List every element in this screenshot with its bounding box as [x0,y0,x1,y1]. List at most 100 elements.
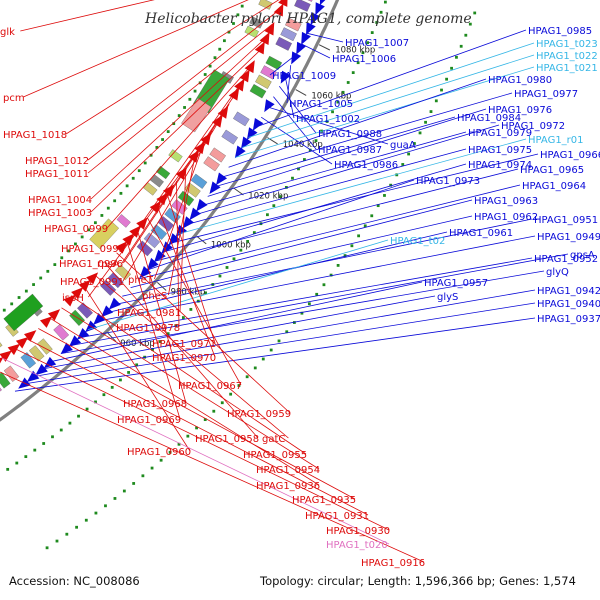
ring-dot [418,131,422,135]
ring-dot [325,120,329,123]
gene-leader-line [121,90,238,264]
ring-dot [213,56,217,60]
ring-dot [356,61,360,65]
gene-label-forward: HPAG1_0984 [457,113,521,124]
gene-label-forward: HPAG1_0951 [534,215,598,226]
feature-block [28,345,45,362]
gene-leader-line [33,289,536,377]
ring-dot [341,90,345,94]
gene-label-reverse: HPAG1_0936 [256,481,320,492]
gene-leader-line [72,296,307,455]
ring-dot [159,458,163,462]
ring-dot [357,234,361,238]
gene-leader-line [136,229,187,404]
forward-gene-arrow [280,70,291,84]
ring-dot [407,152,411,156]
ring-dot [261,357,265,361]
feature-block [20,352,37,369]
gene-label-reverse: HPAG1_0981 [117,308,181,319]
feature-block [100,279,117,296]
reverse-gene-arrow [47,309,61,321]
gene-leader-line [138,184,521,280]
gene-leader-line [90,49,261,213]
ring-dot [15,461,19,465]
forward-gene-arrow [189,207,201,221]
ring-dot [245,375,249,379]
ring-dot [186,434,190,438]
forward-gene-arrow [315,2,325,16]
ring-dot [227,30,231,34]
gene-leader-line [94,274,289,439]
ring-dot [322,283,326,287]
ring-dot [307,302,311,306]
reverse-gene-arrow [0,350,12,362]
gene-leader-line [207,108,487,197]
ring-dot [223,39,226,43]
map-title: Helicobacter pylori HPAG1, complete geno… [144,11,472,27]
ring-dot [125,184,129,188]
gene-leader-line [193,124,500,216]
ring-dot [137,169,141,173]
gene-leader-line [254,29,527,128]
tick-mark [196,235,207,245]
feature-block [0,372,11,389]
reverse-gene-arrow [39,316,53,328]
gene-label-forward: guaA [390,140,416,151]
ring-dot [401,163,405,166]
ring-dot [225,266,229,269]
ring-dot [350,244,354,248]
forward-gene-arrow [319,0,330,6]
ring-dot [113,199,117,203]
gene-label-reverse: HPAG1_0969 [117,415,181,426]
feature-block [265,55,283,70]
ring-dot [336,263,340,267]
gene-label-forward: HPAG1_1005 [289,99,353,110]
ring-dot [379,10,383,14]
feature-block [203,156,220,172]
ring-dot [395,173,399,177]
ring-dot [10,302,14,306]
tick-label: 1080 kbp [335,46,375,56]
gene-label-reverse: HPAG1_0931 [305,511,369,522]
ring-dot [80,235,84,239]
forward-gene-arrow [154,249,166,263]
reverse-gene-arrow [7,343,21,356]
gene-leader-line [185,148,467,226]
gene-leader-line [122,215,473,297]
ring-dot [363,224,367,228]
tick-label: 1060 kbp [311,91,351,101]
ring-dot [203,73,207,76]
feature-block [233,111,250,127]
ring-dot [74,242,77,246]
reverse-gene-arrow [264,22,275,36]
ring-dot [45,546,49,550]
ring-dot [24,455,28,459]
ring-dot [143,161,147,165]
tick-mark [156,282,167,291]
backbone-arc [0,0,340,422]
forward-gene-arrow [146,257,159,271]
forward-gene-arrow [209,181,221,195]
gene-label-forward: HPAG1_0952 [534,254,598,265]
ring-dot [300,311,304,315]
gene-label-forward: HPAG1_0979 [468,128,532,139]
label-layer: HPAG1_1007HPAG1_1006HPAG1_1009HPAG1_1005… [0,26,600,569]
ring-dot [277,339,281,343]
gene-leader-line [23,0,249,98]
ring-dot [370,214,374,218]
ring-dot [232,22,235,25]
ring-dot [253,366,257,370]
ring-dot [127,371,130,374]
gene-leader-line [52,281,423,362]
forward-gene-arrow [234,145,246,159]
tick-mark [267,137,278,145]
gene-label-reverse: HPAG1_0971 [152,339,216,350]
ring-dot [239,248,243,252]
ring-dot [455,55,458,59]
ring-dot [366,41,370,45]
forward-gene-arrow [310,12,321,26]
gene-label-forward: HPAG1_0977 [514,89,578,100]
gene-label-reverse: HPAG1_0995 [61,244,125,255]
ring-dot [440,88,443,92]
gene-label-forward: HPAG1_t021 [536,63,598,74]
